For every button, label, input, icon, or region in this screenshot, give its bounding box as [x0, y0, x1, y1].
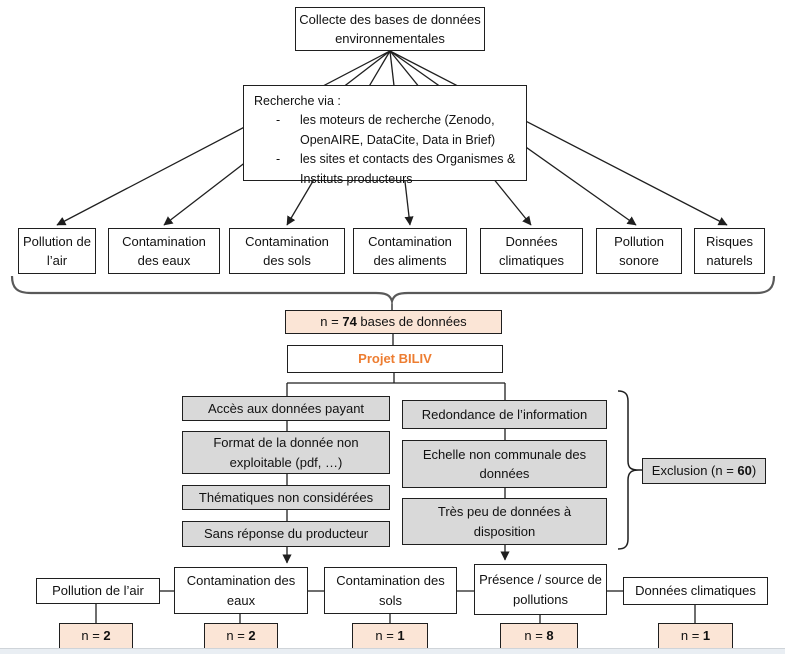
reason-label: Echelle non communale des données [422, 446, 587, 482]
final-box-climat: Données climatiques [623, 577, 768, 605]
search-bullet-contacts: - les sites et contacts des Organismes &… [254, 150, 518, 189]
category-box-climat: Données climatiques [480, 228, 583, 274]
final-box-sols: Contamination des sols [324, 567, 457, 614]
window-bottom-edge [0, 648, 785, 654]
count-box-eaux: n = 2 [204, 623, 278, 649]
exclusion-total-box: Exclusion (n = 60) [642, 458, 766, 484]
count-label: n = 2 [81, 628, 111, 644]
category-label: Contamination des aliments [368, 233, 452, 269]
category-box-air: Pollution de l’air [18, 228, 96, 274]
category-label: Données climatiques [498, 233, 565, 269]
reason-box-peu-donnees: Très peu de données à disposition [402, 498, 607, 545]
count-box-presence: n = 8 [500, 623, 578, 649]
category-box-sols: Contamination des sols [229, 228, 345, 274]
reason-label: Redondance de l’information [421, 406, 588, 422]
reason-label: Sans réponse du producteur [203, 526, 369, 542]
count-label: n = 2 [226, 628, 256, 644]
category-label: Contamination des eaux [122, 233, 206, 269]
reason-label: Accès aux données payant [207, 400, 365, 416]
exclusion-total-label: Exclusion (n = 60) [651, 463, 757, 479]
reason-box-format: Format de la donnée non exploitable (pdf… [182, 431, 390, 474]
bullet-dash: - [276, 113, 281, 128]
final-box-air: Pollution de l’air [36, 578, 160, 604]
count-box-sols: n = 1 [352, 623, 428, 649]
search-bullet-contacts-label: les sites et contacts des Organismes & I… [300, 152, 516, 186]
category-label: Contamination des sols [245, 233, 329, 269]
reason-box-thematiques: Thématiques non considérées [182, 485, 390, 510]
category-label: Risques naturels [706, 233, 753, 269]
reason-box-echelle: Echelle non communale des données [402, 440, 607, 488]
final-box-presence: Présence / source de pollutions [474, 564, 607, 615]
category-label: Pollution sonore [614, 233, 664, 269]
total-databases-box: n = 74 bases de données [285, 310, 502, 334]
search-bullet-engines-label: les moteurs de recherche (Zenodo, OpenAI… [300, 113, 496, 147]
final-label: Contamination des sols [336, 573, 445, 608]
reason-label: Très peu de données à disposition [437, 504, 572, 539]
final-box-eaux: Contamination des eaux [174, 567, 308, 614]
reason-label: Format de la donnée non exploitable (pdf… [213, 435, 359, 470]
root-collect-label: Collecte des bases de données environnem… [299, 11, 481, 47]
reason-box-acces: Accès aux données payant [182, 396, 390, 421]
category-box-risques: Risques naturels [694, 228, 765, 274]
total-databases-label: n = 74 bases de données [320, 314, 467, 330]
search-bullet-engines: - les moteurs de recherche (Zenodo, Open… [254, 111, 518, 150]
count-label: n = 1 [375, 628, 405, 644]
category-box-aliments: Contamination des aliments [353, 228, 467, 274]
count-label: n = 1 [680, 628, 711, 644]
project-biliv-label: Projet BILIV [358, 351, 432, 367]
count-box-air: n = 2 [59, 623, 133, 649]
category-box-sonore: Pollution sonore [596, 228, 682, 274]
search-method-intro: Recherche via : [254, 94, 341, 108]
final-label: Pollution de l’air [52, 583, 144, 599]
count-box-climat: n = 1 [658, 623, 733, 649]
count-label: n = 8 [524, 628, 554, 644]
project-biliv-box: Projet BILIV [287, 345, 503, 373]
final-label: Données climatiques [635, 583, 756, 599]
final-label: Contamination des eaux [186, 573, 296, 608]
search-method-box: Recherche via : - les moteurs de recherc… [243, 85, 527, 186]
category-box-eaux: Contamination des eaux [108, 228, 220, 274]
reason-box-redondance: Redondance de l’information [402, 400, 607, 429]
bullet-dash: - [276, 152, 281, 167]
final-label: Présence / source de pollutions [479, 572, 602, 607]
category-label: Pollution de l’air [23, 233, 91, 269]
root-collect-box: Collecte des bases de données environnem… [295, 7, 485, 51]
reason-box-reponse: Sans réponse du producteur [182, 521, 390, 547]
reason-label: Thématiques non considérées [198, 489, 374, 505]
